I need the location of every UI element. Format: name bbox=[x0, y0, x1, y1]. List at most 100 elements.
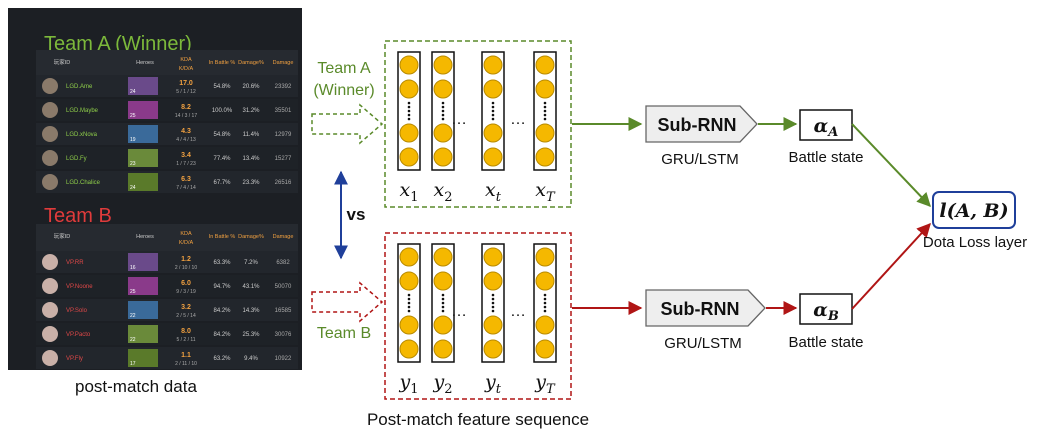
damage-percent: 25.3% bbox=[242, 332, 260, 338]
player-name: VP.Solo bbox=[66, 308, 88, 314]
team-a-table-row bbox=[36, 75, 298, 97]
post-match-data-label: post-match data bbox=[75, 377, 197, 396]
hero-portrait bbox=[128, 149, 158, 167]
damage-value: 15277 bbox=[275, 156, 292, 162]
damage-percent: 23.3% bbox=[242, 180, 260, 186]
player-name: LGD.Chalice bbox=[66, 180, 101, 186]
team-a-feature-node bbox=[535, 55, 555, 75]
kda-detail: 2 / 10 / 10 bbox=[175, 265, 197, 271]
damage-percent: 9.4% bbox=[244, 356, 258, 362]
hero-level: 24 bbox=[130, 89, 136, 95]
team-b-feature-node bbox=[399, 247, 419, 267]
loss-symbol: l(A, B) bbox=[939, 200, 1008, 222]
vertical-ellipsis-dot bbox=[441, 105, 445, 109]
player-name: LGD.Maybe bbox=[66, 108, 99, 114]
hero-level: 17 bbox=[130, 361, 136, 367]
vertical-ellipsis-dot bbox=[407, 309, 411, 313]
hero-level: 19 bbox=[130, 137, 136, 143]
battle-percent: 77.4% bbox=[213, 156, 231, 162]
dota-loss-layer-label: Dota Loss layer bbox=[923, 234, 1027, 251]
vertical-ellipsis-dot bbox=[491, 305, 495, 309]
team-b-feature-node bbox=[399, 271, 419, 291]
team-b-header-cell: Damage bbox=[273, 234, 294, 240]
hero-level: 25 bbox=[130, 113, 136, 119]
subrnn-a-label: Sub-RNN bbox=[658, 115, 737, 135]
vertical-ellipsis-dot bbox=[491, 309, 495, 313]
kda-detail: 5 / 1 / 12 bbox=[176, 89, 196, 95]
hero-level: 23 bbox=[130, 161, 136, 167]
ellipsis-a1: … bbox=[451, 111, 467, 128]
avatar bbox=[42, 126, 58, 142]
y-variable-1: y1 bbox=[398, 371, 418, 397]
hero-level: 22 bbox=[130, 337, 136, 343]
battle-percent: 63.3% bbox=[213, 260, 231, 266]
team-a-header-cell: Damage bbox=[273, 60, 294, 66]
team-a-feature-node bbox=[433, 147, 453, 167]
avatar bbox=[42, 278, 58, 294]
team-a-title: Team A (Winner) bbox=[44, 33, 192, 55]
player-name: LGD.xNova bbox=[66, 132, 98, 138]
kda-value: 6.0 bbox=[181, 280, 191, 287]
vertical-ellipsis-dot bbox=[407, 105, 411, 109]
damage-value: 23392 bbox=[275, 84, 292, 90]
alpha-b-to-loss-arrow bbox=[851, 222, 931, 310]
kda-value: 8.0 bbox=[181, 328, 191, 335]
y-variable-t: yt bbox=[484, 371, 502, 397]
vertical-ellipsis-dot bbox=[441, 309, 445, 313]
team-a-header-cell: K/D/A bbox=[179, 66, 194, 72]
team-b-table-row bbox=[36, 251, 298, 273]
team-a-sequence-box bbox=[384, 40, 572, 208]
player-name: VP.RR bbox=[66, 260, 84, 266]
damage-value: 6382 bbox=[276, 260, 290, 266]
team-b-sequence-box bbox=[384, 232, 572, 400]
alpha-a-to-loss-arrow bbox=[851, 123, 931, 208]
team-a-feature-node bbox=[433, 79, 453, 99]
team-a-header-cell: Heroes bbox=[136, 60, 154, 66]
avatar bbox=[42, 350, 58, 366]
team-a-input-arrow bbox=[311, 103, 384, 145]
hero-level: 25 bbox=[130, 289, 136, 295]
vertical-ellipsis-dot bbox=[441, 101, 445, 105]
avatar bbox=[42, 254, 58, 270]
team-a-feature-node bbox=[535, 79, 555, 99]
team-b-feature-node bbox=[433, 339, 453, 359]
damage-value: 30076 bbox=[275, 332, 292, 338]
battle-state-a-label: Battle state bbox=[788, 149, 863, 166]
hero-level: 22 bbox=[130, 313, 136, 319]
hero-portrait bbox=[128, 77, 158, 95]
vertical-ellipsis-dot bbox=[407, 293, 411, 297]
hero-portrait bbox=[128, 173, 158, 191]
damage-percent: 31.2% bbox=[242, 108, 260, 114]
kda-detail: 1 / 7 / 23 bbox=[176, 161, 196, 167]
vertical-ellipsis-dot bbox=[407, 109, 411, 113]
damage-value: 12979 bbox=[275, 132, 292, 138]
hero-level: 16 bbox=[130, 265, 136, 271]
damage-value: 16585 bbox=[275, 308, 292, 314]
team-b-feature-node bbox=[433, 315, 453, 335]
team-b-header-cell: Damage% bbox=[238, 234, 264, 240]
x-variable-T: xT bbox=[535, 179, 556, 205]
team-a-feature-node bbox=[483, 55, 503, 75]
damage-value: 26516 bbox=[275, 180, 292, 186]
team-a-feature-columns bbox=[397, 51, 557, 171]
vertical-ellipsis-dot bbox=[441, 297, 445, 301]
hero-portrait bbox=[128, 301, 158, 319]
kda-value: 1.2 bbox=[181, 256, 191, 263]
damage-value: 50070 bbox=[275, 284, 292, 290]
avatar bbox=[42, 78, 58, 94]
team-a-header-cell: KDA bbox=[180, 57, 192, 63]
battle-percent: 54.8% bbox=[213, 84, 231, 90]
battle-percent: 84.2% bbox=[213, 332, 231, 338]
team-a-feature-node bbox=[399, 147, 419, 167]
x-variable-2: x2 bbox=[434, 179, 453, 205]
kda-value: 8.2 bbox=[181, 104, 191, 111]
team-b-header-cell: 玩家ID bbox=[54, 232, 71, 240]
battle-percent: 100.0% bbox=[212, 108, 233, 114]
alpha-b-box bbox=[799, 293, 853, 325]
avatar bbox=[42, 174, 58, 190]
hero-portrait bbox=[128, 325, 158, 343]
team-a-header-cell: 玩家ID bbox=[54, 58, 71, 66]
ellipsis-b2: … bbox=[510, 303, 526, 320]
